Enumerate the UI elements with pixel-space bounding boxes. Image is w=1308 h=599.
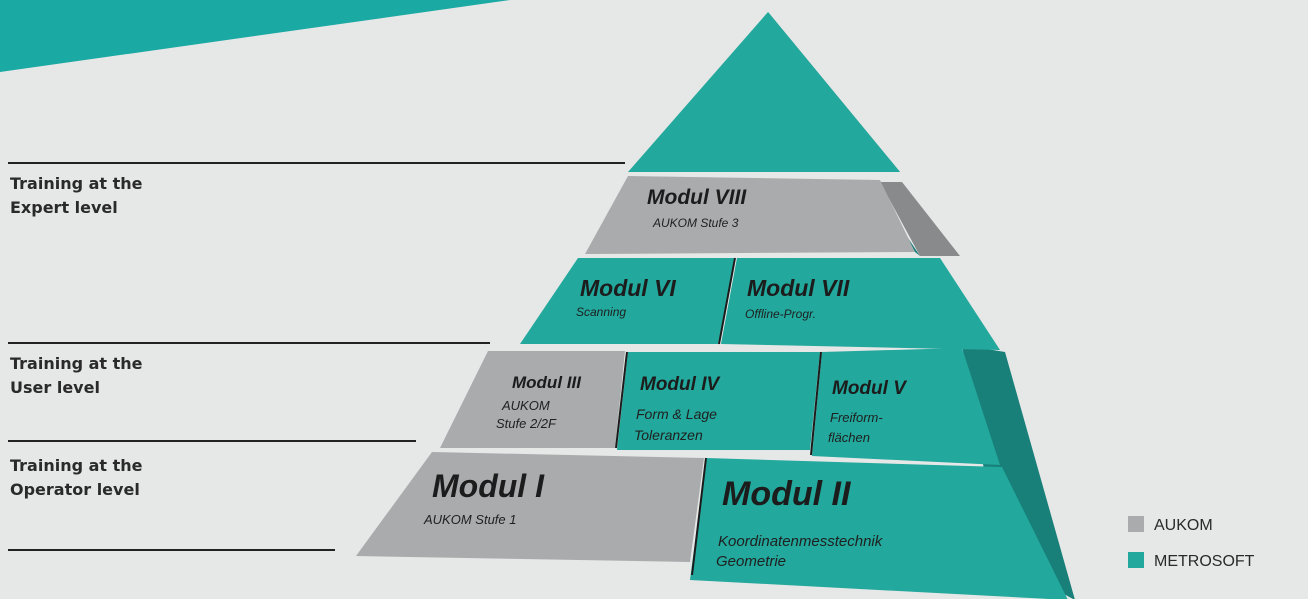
- modul-3-title: Modul III: [512, 373, 582, 392]
- modul-5-sub1: Freiform-: [830, 410, 883, 425]
- modul-1-title: Modul I: [432, 468, 545, 504]
- block-modul-2: [690, 458, 1068, 599]
- divider-1-2: [691, 457, 707, 576]
- modul-4-sub1: Form & Lage: [636, 406, 717, 422]
- divider-operator: [8, 440, 416, 442]
- level-label-operator: Training at the Operator level: [10, 456, 143, 499]
- modul-2-title: Modul II: [722, 475, 852, 513]
- modul-1-sub: AUKOM Stufe 1: [423, 512, 516, 527]
- modul-7-sub: Offline-Progr.: [745, 307, 816, 321]
- modul-5-sub2: flächen: [828, 430, 870, 445]
- block-modul-5: [812, 348, 1000, 465]
- legend-metrosoft-label: METROSOFT: [1154, 553, 1255, 570]
- modul-2-sub2: Geometrie: [716, 553, 786, 570]
- modul-6-sub: Scanning: [576, 305, 626, 319]
- legend-aukom: AUKOM: [1128, 516, 1213, 535]
- block-modul-8: [585, 176, 915, 254]
- legend-aukom-swatch: [1128, 516, 1144, 532]
- block-modul-1: [356, 452, 704, 562]
- modul-2-sub1: Koordinatenmesstechnik: [718, 533, 884, 550]
- divider-6-7: [718, 257, 736, 345]
- block-modul-3: [440, 351, 625, 448]
- legend-metrosoft-swatch: [1128, 552, 1144, 568]
- level-label-expert: Training at the Expert level: [10, 174, 143, 217]
- divider-4-5: [810, 351, 822, 456]
- modul-4-title: Modul IV: [640, 374, 720, 395]
- modul-8-title: Modul VIII: [647, 186, 747, 209]
- modul-7-title: Modul VII: [747, 275, 850, 301]
- modul-4-sub2: Toleranzen: [634, 427, 703, 443]
- block-modul-7: [721, 258, 1000, 350]
- pyramid-cap: [628, 12, 900, 172]
- modul-5-title: Modul V: [832, 378, 907, 399]
- modul-8-sub: AUKOM Stufe 3: [652, 216, 739, 230]
- divider-user: [8, 342, 490, 344]
- divider-expert: [8, 162, 625, 164]
- block-modul-6: [520, 258, 735, 344]
- corner-banner: [0, 0, 510, 72]
- modul-3-sub1: AUKOM: [501, 398, 550, 413]
- legend-aukom-label: AUKOM: [1154, 517, 1213, 534]
- divider-3-4: [615, 351, 628, 449]
- pyramid-side-l1: [962, 345, 1075, 599]
- modul-6-title: Modul VI: [580, 275, 676, 301]
- block-modul-4: [617, 352, 820, 450]
- legend-metrosoft: METROSOFT: [1128, 552, 1254, 571]
- pyramid-side-l3: [880, 182, 960, 256]
- modul-3-sub2: Stufe 2/2F: [496, 416, 557, 431]
- level-label-user: Training at the User level: [10, 354, 143, 397]
- divider-bottom: [8, 549, 335, 551]
